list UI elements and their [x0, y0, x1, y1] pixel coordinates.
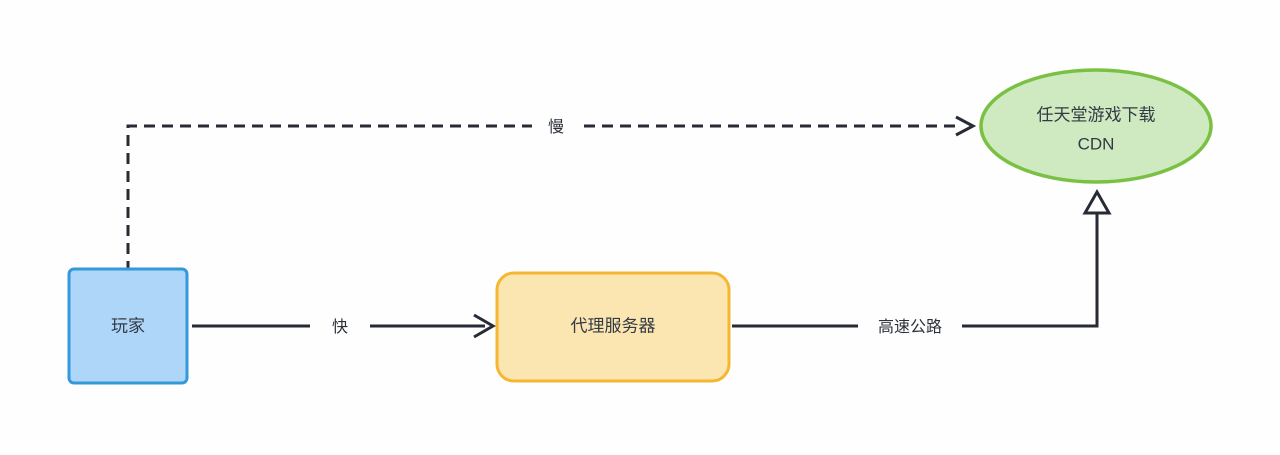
- node-cdn-shape: [979, 68, 1213, 184]
- node-proxy-label: 代理服务器: [571, 316, 656, 335]
- node-player-shape: [67, 267, 189, 385]
- edge-label-slow: 慢: [548, 118, 564, 136]
- edge-player-to-cdn-segment-left: [126, 124, 532, 272]
- node-cdn-label-line1: 任天堂游戏下载: [1037, 105, 1156, 124]
- node-proxy[interactable]: 代理服务器: [495, 271, 731, 383]
- edge-player-to-cdn[interactable]: 慢: [126, 115, 977, 272]
- node-proxy-shape: [495, 271, 731, 383]
- edge-player-to-proxy[interactable]: 快: [192, 313, 496, 339]
- node-player-label: 玩家: [111, 316, 145, 335]
- edge-label-fast: 快: [332, 318, 348, 336]
- edge-label-highway: 高速公路: [878, 318, 942, 336]
- edge-proxy-to-cdn[interactable]: 高速公路: [732, 188, 1112, 336]
- edge-player-to-proxy-arrowhead: [473, 313, 496, 339]
- node-cdn[interactable]: 任天堂游戏下载 CDN: [979, 68, 1213, 184]
- node-player[interactable]: 玩家: [67, 267, 189, 385]
- edge-proxy-to-cdn-arrowhead: [1082, 188, 1112, 215]
- edge-player-to-cdn-arrowhead: [955, 115, 977, 137]
- node-cdn-label-line2: CDN: [1078, 134, 1115, 153]
- edge-proxy-to-cdn-segment-right: [962, 205, 1099, 328]
